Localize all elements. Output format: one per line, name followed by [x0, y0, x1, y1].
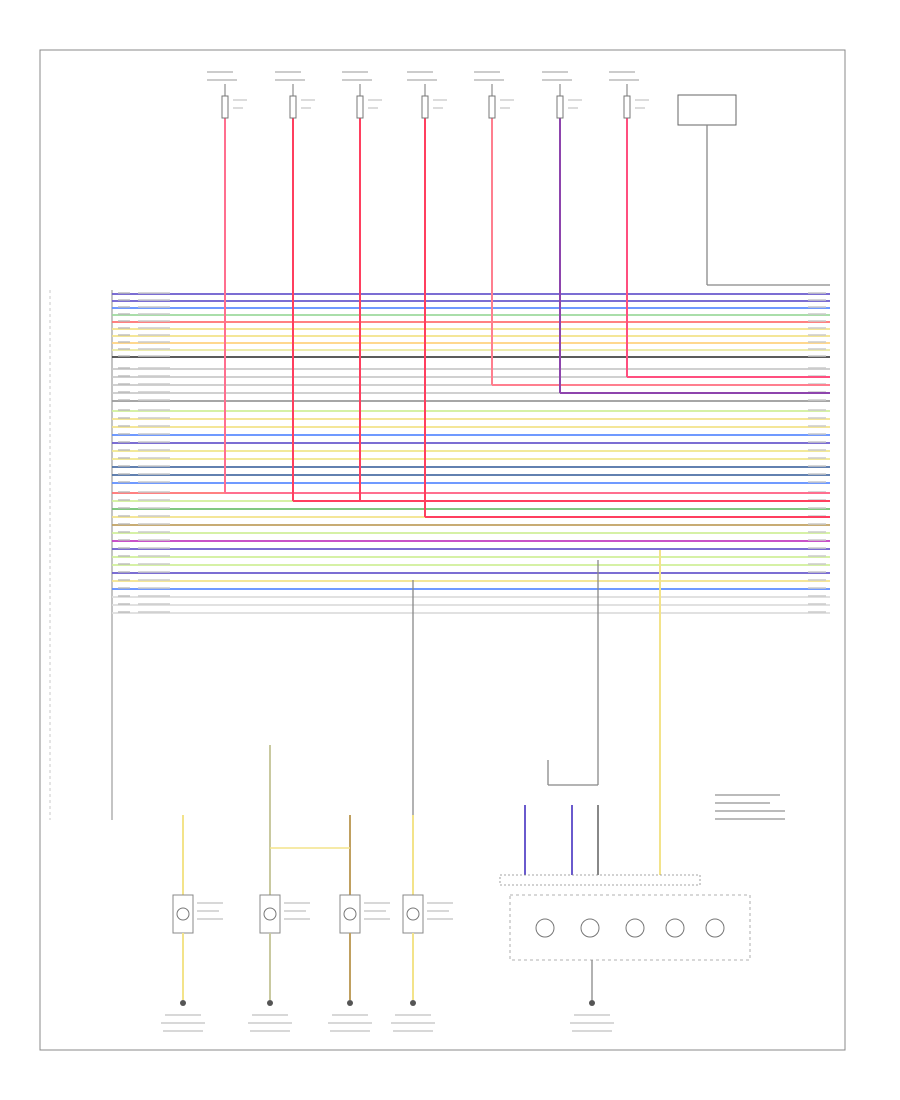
headlight-bulbs [535, 918, 725, 938]
right-connector [499, 874, 701, 886]
fuse-symbol [221, 95, 229, 119]
components [172, 550, 661, 1000]
vertical-wires [224, 118, 830, 518]
fuse-symbol [488, 95, 496, 119]
component-bulb-housing [172, 894, 194, 934]
component-bulb [343, 907, 357, 921]
headlight-assembly [509, 894, 751, 961]
component-bulb [406, 907, 420, 921]
fuse-symbol [421, 95, 429, 119]
ground-icon [410, 1000, 416, 1006]
relay-box [677, 94, 737, 126]
ground-icon [347, 1000, 353, 1006]
component-bulb-housing [339, 894, 361, 934]
fuse-symbol [623, 95, 631, 119]
ground-icon [589, 1000, 595, 1006]
component-bulb-housing [402, 894, 424, 934]
fuse-symbol [289, 95, 297, 119]
fuse-symbol [556, 95, 564, 119]
component-bulb [263, 907, 277, 921]
component-bulb [176, 907, 190, 921]
component-bulb-housing [259, 894, 281, 934]
ground-icon [180, 1000, 186, 1006]
ground-points [161, 960, 614, 1032]
bus-lines [112, 292, 830, 614]
diagram-border [39, 49, 846, 1051]
fuse-labels [207, 71, 649, 119]
fuse-symbol [356, 95, 364, 119]
legend [715, 794, 785, 820]
ground-icon [267, 1000, 273, 1006]
